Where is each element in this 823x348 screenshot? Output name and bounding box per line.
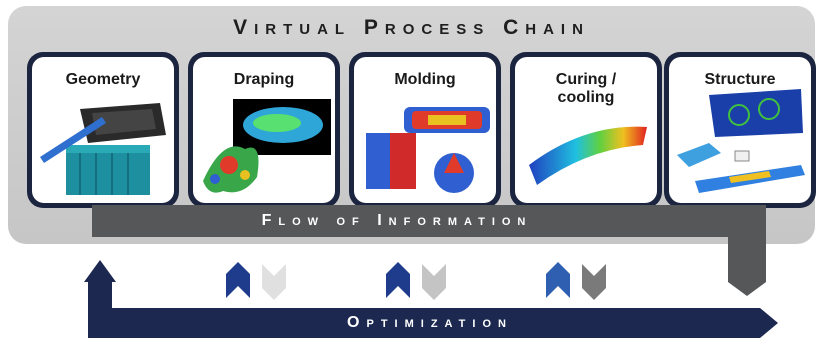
stage-structure: Structure: [664, 52, 816, 208]
chevron-up-icon: [226, 262, 250, 298]
stage-label: Molding: [394, 71, 456, 88]
molding-illustration: [366, 107, 490, 193]
draping-illustration: [203, 99, 331, 193]
stage-geometry: Geometry: [27, 52, 179, 208]
stage-label: Draping: [233, 71, 295, 88]
chevron-down-icon: [262, 264, 286, 300]
stage-curing-cooling: Curing / cooling: [510, 52, 662, 208]
diagram-title: Virtual Process Chain: [233, 16, 590, 39]
flow-of-information-label: Flow of Information: [261, 212, 533, 229]
geometry-illustration: [40, 103, 166, 195]
curing-illustration: [529, 126, 647, 185]
optimization-arrow: [110, 308, 760, 338]
flow-of-information-arrow: [92, 205, 766, 237]
chevron-up-icon: [386, 262, 410, 298]
chevron-down-icon: [582, 264, 606, 300]
stage-label: Geometry: [65, 71, 141, 88]
stage-label: Structure: [704, 71, 776, 88]
chevron-up-icon: [546, 262, 570, 298]
optimization-label: Optimization: [347, 314, 513, 331]
structure-illustration: [677, 89, 805, 193]
stage-molding: Molding: [349, 52, 501, 208]
stage-label: Curing / cooling: [555, 71, 617, 106]
chevron-down-icon: [422, 264, 446, 300]
stage-draping: Draping: [188, 52, 340, 208]
